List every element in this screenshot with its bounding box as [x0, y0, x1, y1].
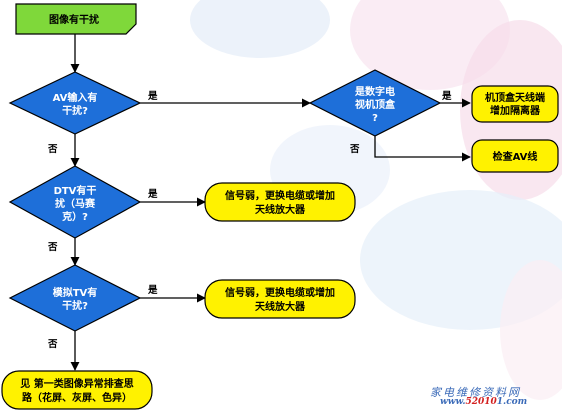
edge-labels: 是 是 否 否 是 否 是 否: [47, 90, 452, 350]
watermark-title: 家电维修资料网: [430, 386, 521, 399]
result-atv-line1: 信号弱，更换电缆或增加: [225, 286, 335, 299]
watermark: 家电维修资料网 www.520101.com: [420, 384, 562, 410]
label-av-yes: 是: [147, 90, 158, 102]
result-atv-signal: 信号弱，更换电缆或增加 天线放大器: [204, 279, 356, 319]
decision-dtv-line1: DTV有干: [54, 184, 97, 197]
watermark-url: www.520101.com: [440, 397, 527, 407]
result-atv-line2: 天线放大器: [255, 300, 306, 313]
decision-stb: 是数字电 视机顶盒 ?: [308, 69, 442, 137]
result-stb-line1: 机顶盒天线端: [485, 91, 545, 104]
start-shape: [15, 3, 137, 35]
bg-petal: [500, 260, 562, 400]
result-shape: [204, 279, 356, 319]
decision-av-line1: AV输入有: [53, 91, 98, 104]
edge-stb-no: [374, 136, 471, 162]
result-dtv-line2: 天线放大器: [255, 203, 306, 216]
start-label: 图像有干扰: [49, 13, 99, 26]
decision-shape: [8, 165, 142, 239]
result-stb-line2: 增加隔离器: [490, 104, 541, 117]
result-shape: [1, 370, 153, 410]
start-node: 图像有干扰: [15, 3, 137, 35]
label-atv-no: 否: [47, 339, 58, 350]
result-check-av: 检查AV线: [471, 139, 559, 173]
decision-dtv-line2: 扰（马赛: [55, 197, 96, 210]
decision-dtv-line3: 克）?: [62, 210, 88, 223]
decision-atv-line2: 干扰?: [62, 299, 88, 312]
result-check-av-label: 检查AV线: [493, 150, 538, 163]
watermark-url-prefix: www.: [440, 397, 466, 407]
decision-dtv: DTV有干 扰（马赛 克）?: [8, 165, 142, 239]
connectors: [70, 34, 471, 371]
decision-shape: [8, 71, 142, 135]
decision-atv-line1: 模拟TV有: [53, 286, 98, 299]
result-shape: [471, 139, 559, 173]
label-stb-yes: 是: [441, 90, 452, 102]
decision-av-input: AV输入有 干扰?: [8, 71, 142, 135]
label-atv-yes: 是: [147, 284, 158, 296]
label-dtv-no: 否: [47, 242, 58, 253]
decision-shape: [308, 69, 442, 137]
result-shape: [471, 85, 559, 123]
result-end-line2: 路（花屏、灰屏、色异）: [22, 391, 132, 404]
watermark-url-mid: 52010: [465, 397, 497, 407]
result-see-category-one: 见 第一类图像异常排查思 路（花屏、灰屏、色异）: [1, 370, 153, 410]
decision-av-line2: 干扰?: [62, 104, 88, 117]
result-dtv-line1: 信号弱，更换电缆或增加: [225, 189, 335, 202]
bg-petal: [190, 0, 330, 58]
result-dtv-signal: 信号弱，更换电缆或增加 天线放大器: [204, 182, 356, 222]
decision-atv: 模拟TV有 干扰?: [8, 264, 142, 332]
result-end-line1: 见 第一类图像异常排查思: [20, 377, 133, 390]
decision-stb-line2: 视机顶盒: [355, 98, 396, 111]
label-dtv-yes: 是: [147, 188, 158, 200]
decision-shape: [8, 264, 142, 332]
result-shape: [204, 182, 356, 222]
decision-stb-line3: ?: [372, 113, 378, 124]
label-av-no: 否: [47, 144, 58, 155]
result-stb-antenna: 机顶盒天线端 增加隔离器: [471, 85, 559, 123]
watermark-url-tail: 1.com: [496, 397, 528, 407]
label-stb-no: 否: [349, 144, 360, 155]
decision-stb-line1: 是数字电: [354, 85, 395, 98]
